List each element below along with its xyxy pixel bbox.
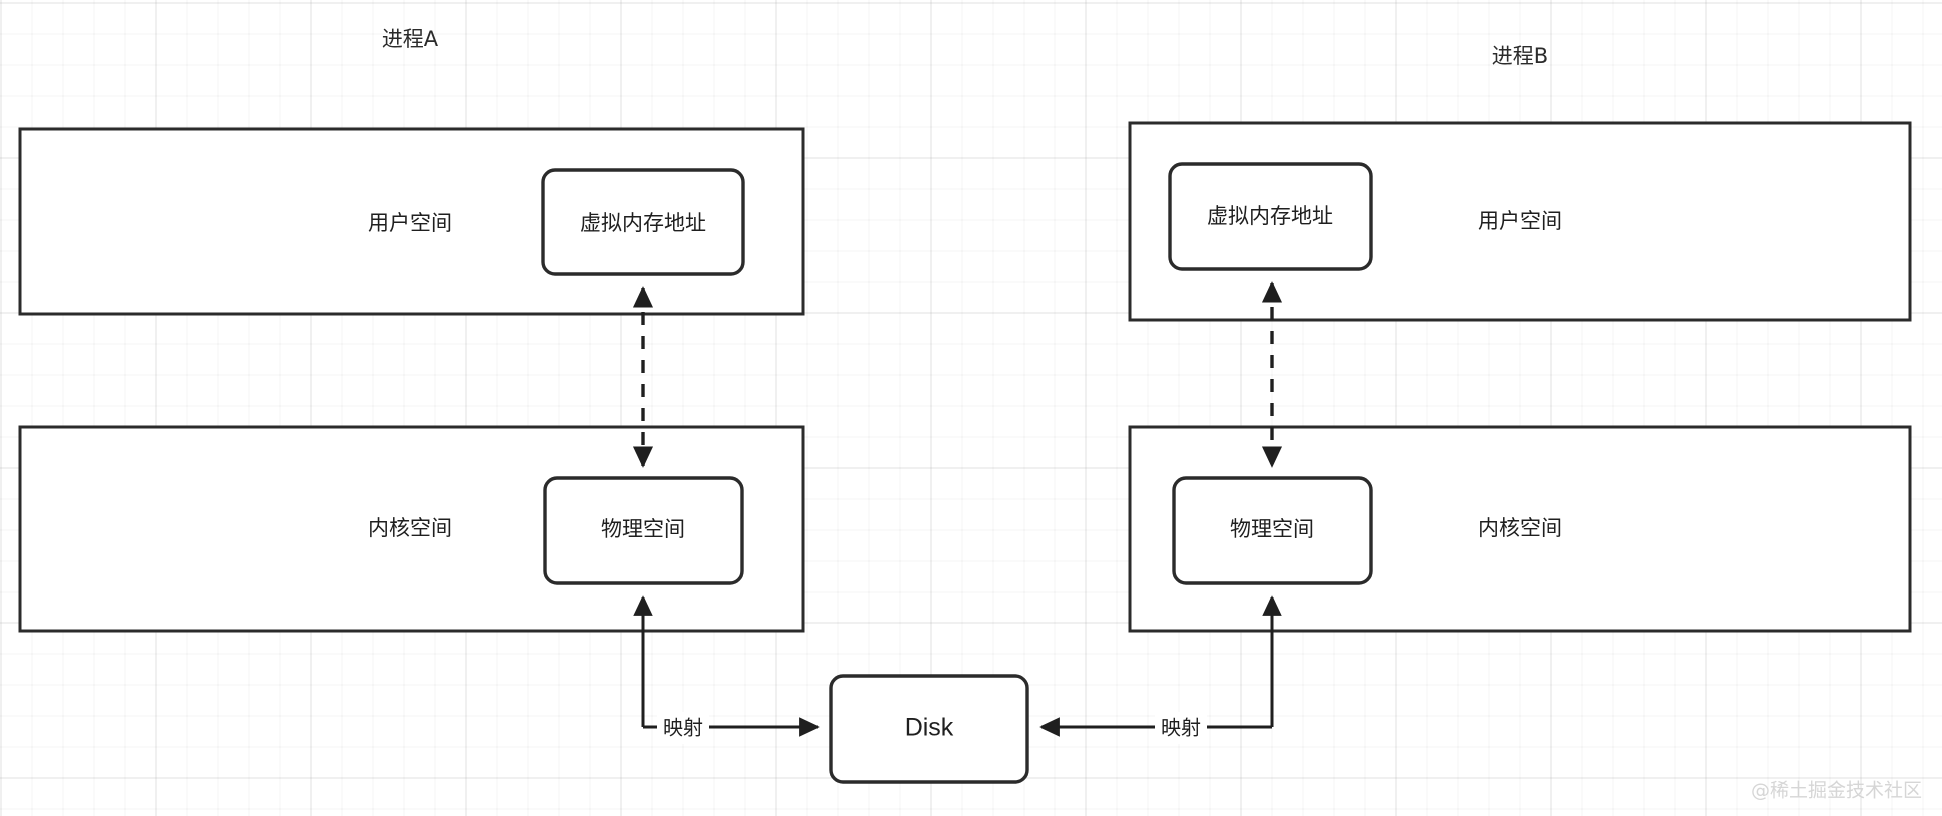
process-a-group: 进程A 用户空间 虚拟内存地址 内核空间 物理空间 映射 <box>18 27 820 744</box>
process-b-mapping-label-backdrop <box>1155 712 1207 744</box>
watermark-text: @稀土掘金技术社区 <box>1751 780 1922 802</box>
process-b-kernel-space-label: 内核空间 <box>1478 516 1562 540</box>
process-a-virtual-memory-box[interactable] <box>541 168 745 276</box>
disk-box[interactable] <box>829 674 1029 784</box>
process-b-mapping-label: 映射 <box>1161 716 1201 740</box>
process-b-physical-space-box[interactable] <box>1172 476 1373 585</box>
process-a-title: 进程A <box>382 27 439 51</box>
process-a-mapping-label-backdrop <box>657 712 709 744</box>
process-a-virtual-memory-label: 虚拟内存地址 <box>580 211 706 235</box>
process-b-user-space-label: 用户空间 <box>1478 209 1562 233</box>
disk-group: Disk <box>829 674 1029 784</box>
process-a-user-space-label: 用户空间 <box>368 211 452 235</box>
process-a-mapping-label: 映射 <box>663 716 703 740</box>
disk-label: Disk <box>905 714 954 742</box>
process-b-title: 进程B <box>1492 44 1548 68</box>
process-a-physical-space-box[interactable] <box>543 476 744 585</box>
process-b-virtual-memory-box[interactable] <box>1168 162 1373 271</box>
process-a-kernel-space-label: 内核空间 <box>368 516 452 540</box>
process-b-physical-space-label: 物理空间 <box>1230 517 1314 541</box>
process-b-virtual-memory-label: 虚拟内存地址 <box>1207 204 1333 228</box>
process-b-group: 进程B 用户空间 虚拟内存地址 内核空间 物理空间 映射 <box>1039 44 1912 744</box>
process-a-physical-space-label: 物理空间 <box>601 517 685 541</box>
